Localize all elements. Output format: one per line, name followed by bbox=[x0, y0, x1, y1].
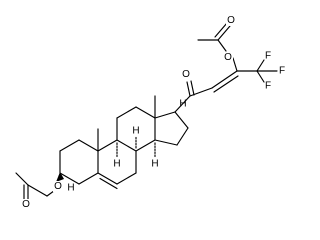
structure-diagram: O O F F F O H H H H O O H bbox=[15, 15, 286, 210]
atom-label-fluorine: F bbox=[265, 51, 271, 62]
ring-c bbox=[116, 106, 156, 152]
ring-a bbox=[59, 139, 99, 185]
atom-label-hydrogen: H bbox=[151, 159, 158, 170]
atom-label-fluorine: F bbox=[279, 66, 285, 77]
acetyl-carbonyl-2 bbox=[214, 22, 228, 38]
vinyl-bond bbox=[211, 70, 238, 89]
cf-bond bbox=[256, 70, 265, 83]
bond bbox=[232, 57, 238, 72]
molecule-drawing: O O F F F O H H H H O O H bbox=[15, 15, 285, 210]
bond bbox=[27, 184, 48, 197]
atom-label-oxygen: O bbox=[224, 52, 232, 63]
bond bbox=[78, 139, 99, 152]
bond bbox=[97, 172, 118, 185]
ketone-bond bbox=[186, 81, 191, 97]
bond bbox=[217, 39, 227, 52]
acetyl-carbonyl bbox=[217, 25, 231, 41]
vinyl-bond-2 bbox=[213, 75, 239, 93]
atom-label-oxygen: O bbox=[22, 199, 30, 210]
bond bbox=[59, 172, 80, 185]
bond bbox=[78, 172, 99, 185]
bond bbox=[59, 139, 80, 152]
atom-label-fluorine: F bbox=[265, 81, 271, 92]
bond bbox=[154, 111, 176, 119]
bond bbox=[116, 139, 137, 152]
bond bbox=[174, 95, 191, 113]
bond bbox=[154, 139, 178, 146]
atom-label-hydrogen: H bbox=[179, 99, 186, 110]
ring-d bbox=[154, 111, 189, 146]
bond bbox=[174, 111, 189, 129]
side-chain bbox=[174, 22, 278, 113]
atom-label-hydrogen: H bbox=[67, 183, 74, 194]
stereo-hashes bbox=[116, 135, 156, 159]
bond bbox=[189, 87, 213, 97]
bond bbox=[116, 106, 137, 119]
ring-b bbox=[97, 139, 137, 190]
c3-acetate bbox=[15, 172, 64, 201]
atom-label-oxygen: O bbox=[54, 181, 62, 192]
atom-labels: O O F F F O H H H H O O H bbox=[21, 15, 285, 210]
atom-label-oxygen: O bbox=[227, 15, 235, 26]
ketone-bond-2 bbox=[190, 80, 195, 96]
bond bbox=[116, 172, 137, 185]
bond bbox=[176, 127, 189, 146]
atom-label-oxygen: O bbox=[182, 69, 190, 80]
bond bbox=[135, 106, 156, 119]
bond bbox=[135, 139, 156, 152]
bond bbox=[97, 139, 118, 152]
bond bbox=[15, 172, 29, 186]
atom-label-hydrogen: H bbox=[132, 126, 139, 137]
cf-bond bbox=[256, 59, 265, 72]
wedge-bond bbox=[56, 172, 64, 182]
atom-label-hydrogen: H bbox=[113, 159, 120, 170]
double-bond-inner bbox=[99, 177, 118, 190]
